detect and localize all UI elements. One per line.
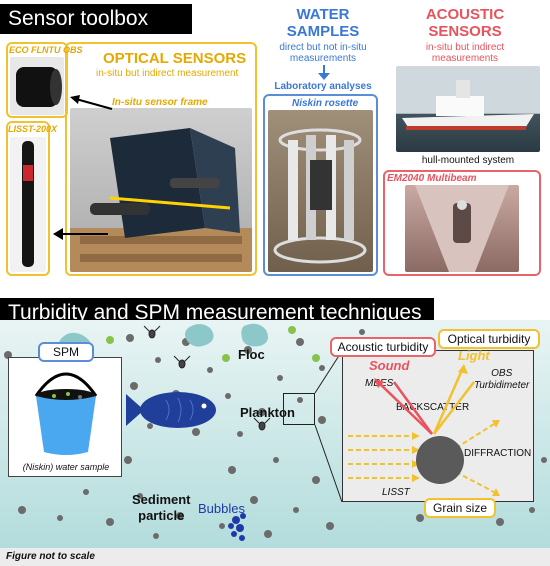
obs-line1: OBS [491, 368, 513, 379]
water-sample-caption: (Niskin) water sample [22, 462, 110, 472]
bubbles-label: Bubbles [198, 501, 245, 516]
obs-line2: Turbidimeter [474, 380, 530, 391]
hull-mounted-caption: hull-mounted system [421, 155, 515, 166]
niskin-rosette-panel [263, 94, 378, 276]
multibeam-label: EM2040 Multibeam [387, 173, 477, 184]
diffraction-label: DIFFRACTION [464, 448, 532, 459]
obs-sensor-photo [10, 57, 64, 115]
lisst-sensor-label: LISST-200X [8, 124, 58, 134]
arrow-to-lisst [53, 228, 108, 240]
grain-size-tag: Grain size [424, 498, 496, 518]
sound-label: Sound [369, 358, 410, 373]
fish-icon [126, 392, 216, 428]
sediment-line1: Sediment [132, 492, 191, 507]
multibeam-photo [405, 185, 519, 272]
water-heading-line2: SAMPLES [286, 23, 360, 40]
optical-subheading: in-situ but indirect measurement [96, 68, 239, 79]
optical-turbidity-tag: Optical turbidity [438, 329, 540, 349]
acoustic-heading-line2: SENSORS [428, 23, 502, 40]
bucket-icon [34, 372, 98, 455]
figure-note: Figure not to scale [0, 548, 550, 566]
obs-sensor-panel [6, 42, 68, 118]
floc-shape [185, 324, 214, 347]
zoom-region-box [283, 393, 315, 425]
optical-sensors-panel [65, 42, 257, 276]
water-subheading: direct but not in-situ measurements [279, 42, 367, 64]
arrow-to-obs [70, 95, 113, 110]
obs-turbidimeter-label: OBS Turbidimeter [474, 368, 529, 392]
acoustic-heading-line1: ACOUSTIC [425, 6, 505, 23]
niskin-rosette-label: Niskin rosette [292, 98, 359, 109]
light-label: Light [458, 348, 490, 363]
water-heading-line1: WATER [296, 6, 350, 23]
obs-sensor-label: ECO FLNTU OBS [9, 45, 83, 55]
lisst-sensor-panel [6, 121, 50, 276]
backscatter-label: BACKSCATTER [396, 402, 470, 413]
laboratory-analyses: Laboratory analyses [274, 81, 372, 92]
acoustic-subheading: in-situ but indirect measurements [425, 42, 505, 64]
spm-tag: SPM [38, 342, 94, 362]
niskin-rosette-photo [268, 110, 373, 272]
plankton-label: Plankton [240, 405, 295, 420]
zoom-lines [314, 350, 343, 503]
water-samples-heading: WATER SAMPLES [268, 6, 378, 40]
floc-label: Floc [238, 347, 265, 362]
sensor-toolbox-title: Sensor toolbox [0, 4, 192, 34]
in-situ-frame-label: In-situ sensor frame [112, 97, 208, 108]
ship-photo [396, 66, 540, 152]
acoustic-turbidity-tag: Acoustic turbidity [330, 337, 436, 357]
sediment-particle-label: Sediment particle [132, 492, 191, 524]
sediment-line2: particle [138, 508, 185, 523]
in-situ-frame-photo [70, 108, 252, 272]
plankton-icon [143, 325, 271, 431]
scattering-diagram [348, 364, 500, 496]
acoustic-heading: ACOUSTIC SENSORS [400, 6, 530, 40]
optical-heading: OPTICAL SENSORS [103, 50, 247, 67]
lisst-label: LISST [382, 487, 410, 498]
bubbles-icon [228, 513, 246, 541]
lisst-sensor-photo [10, 137, 46, 272]
multibeam-panel [383, 170, 541, 276]
down-arrow-icon [318, 65, 330, 80]
floc-shape [241, 323, 268, 347]
